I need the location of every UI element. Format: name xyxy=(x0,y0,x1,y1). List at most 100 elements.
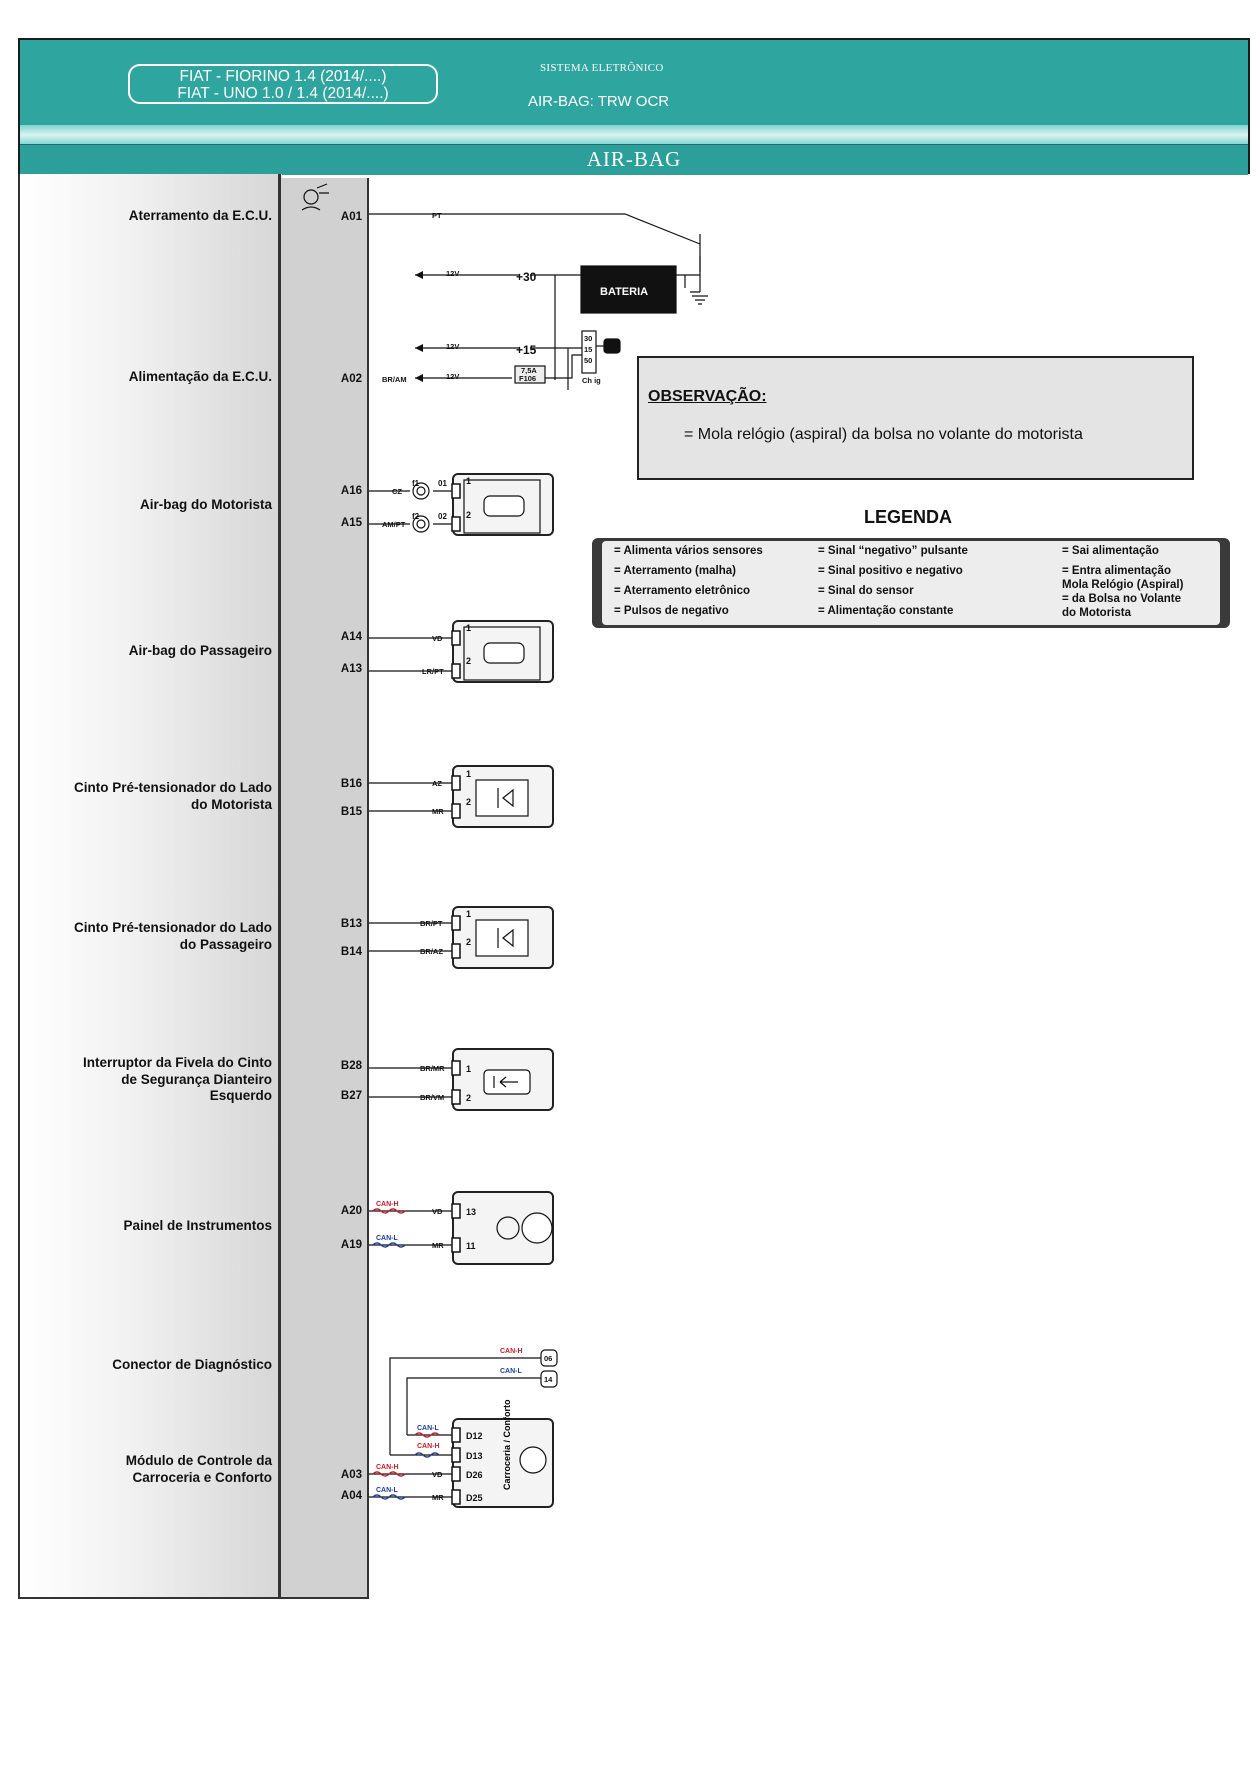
legend-inner: = Alimenta vários sensores = Aterramento… xyxy=(602,541,1220,625)
wire-color-a03: VD xyxy=(432,1470,443,1479)
legend-item-feeds-sensors: = Alimenta vários sensores xyxy=(614,545,763,557)
pin-a15: A15 xyxy=(340,517,362,529)
ignition-switch-label: Ch ig xyxy=(582,376,601,385)
label-passenger-airbag: Air-bag do Passageiro xyxy=(128,643,272,658)
wire-color-a15: AM/PT xyxy=(382,520,406,529)
passenger-pretensioner-module xyxy=(452,906,554,969)
wire-color-b27: BR/VM xyxy=(420,1093,444,1102)
title-bar xyxy=(20,144,1248,175)
bcm-name: Carroceria / Conforto xyxy=(502,1399,512,1490)
fuse-id: F106 xyxy=(519,374,536,383)
legend-item-pulsing-negative: = Sinal “negativo” pulsante xyxy=(818,545,968,557)
airbag-drv-pin1: 1 xyxy=(466,476,471,486)
ign-terminal-50: 50 xyxy=(584,356,592,365)
pret-drv-pin2: 2 xyxy=(466,797,471,807)
bcm-pin-d13: D13 xyxy=(466,1451,483,1461)
bcm-pin-d12: D12 xyxy=(466,1431,483,1441)
label-buckle-switch: Interruptor da Fivela do Cinto de Segura… xyxy=(82,1055,272,1103)
pin-a01: A01 xyxy=(340,211,362,223)
coil-02: 02 xyxy=(438,512,447,521)
can-h-label-d13: CAN-H xyxy=(417,1443,440,1450)
pin-a19: A19 xyxy=(340,1239,362,1251)
v12-label-3: 12V xyxy=(446,372,459,381)
pin-b13: B13 xyxy=(340,918,362,930)
legend-item-power-out: = Sai alimentação xyxy=(1062,545,1159,557)
wire-color-a13: LR/PT xyxy=(422,667,444,676)
pin-a14: A14 xyxy=(340,631,362,643)
pin-b14: B14 xyxy=(340,946,362,958)
wire-color-a16: CZ xyxy=(392,487,402,496)
coil-f2: f2 xyxy=(412,512,420,521)
wire-color-a02: BR/AM xyxy=(382,375,407,384)
battery-label: BATERIA xyxy=(600,286,648,298)
pin-b15: B15 xyxy=(340,806,362,818)
legend-item-electronic-ground: = Aterramento eletrônico xyxy=(614,585,751,597)
header-stripe xyxy=(20,125,1248,145)
label-ecu-supply: Alimentação da E.C.U. xyxy=(128,369,272,384)
legend-item-clock-spring-2: = da Bolsa no Volante xyxy=(1062,593,1181,605)
header-banner: FIAT - FIORINO 1.4 (2014/....) FIAT - UN… xyxy=(18,38,1250,175)
ign-terminal-15: 15 xyxy=(584,345,592,354)
can-l-label-d12: CAN-L xyxy=(417,1425,439,1432)
page-title: AIR-BAG xyxy=(586,147,682,171)
panel-pin11: 11 xyxy=(466,1241,476,1251)
airbag-pas-pin1: 1 xyxy=(466,623,471,633)
legend-box: = Alimenta vários sensores = Aterramento… xyxy=(592,538,1230,628)
v12-label-2: 12V xyxy=(446,342,459,351)
label-ecu-ground: Aterramento da E.C.U. xyxy=(128,208,272,223)
label-passenger-pretensioner: Cinto Pré-tensionador do Lado do Passage… xyxy=(74,920,272,952)
pin-b27: B27 xyxy=(340,1090,362,1102)
legend-item-negative-pulses: = Pulsos de negativo xyxy=(614,605,729,617)
legend-title: LEGENDA xyxy=(864,507,953,527)
legend-item-ground-mesh: = Aterramento (malha) xyxy=(614,565,736,577)
pret-pas-pin2: 2 xyxy=(466,937,471,947)
panel-pin13: 13 xyxy=(466,1207,476,1217)
can-l-label-a04: CAN-L xyxy=(376,1487,398,1494)
legend-item-pos-neg-signal: = Sinal positivo e negativo xyxy=(818,565,963,577)
label-diagnostic-connector: Conector de Diagnóstico xyxy=(112,1357,272,1372)
pin-a16: A16 xyxy=(340,485,362,497)
label-driver-airbag: Air-bag do Motorista xyxy=(140,497,272,512)
wire-color-b28: BR/MR xyxy=(420,1064,445,1073)
observation-title: OBSERVAÇÃO: xyxy=(648,388,767,405)
bcm-pin-d25: D25 xyxy=(466,1493,483,1503)
pin-a02: A02 xyxy=(340,373,362,385)
legend-item-constant-supply: = Alimentação constante xyxy=(818,605,954,617)
observation-text: = Mola relógio (aspiral) da bolsa no vol… xyxy=(684,426,1083,443)
legend-item-clock-spring-1: Mola Relógio (Aspiral) xyxy=(1062,579,1184,591)
airbag-drv-pin2: 2 xyxy=(466,510,471,520)
pin-a04: A04 xyxy=(340,1490,362,1502)
passenger-airbag-module xyxy=(452,620,554,683)
wire-color-a14: VD xyxy=(432,634,443,643)
vehicle-model-1: FIAT - FIORINO 1.4 (2014/....) xyxy=(179,68,387,85)
wire-color-b15: MR xyxy=(432,807,444,816)
pin-a13: A13 xyxy=(340,663,362,675)
plus15-label: +15 xyxy=(516,343,537,357)
label-instrument-panel: Painel de Instrumentos xyxy=(123,1218,272,1233)
can-l-label-a19: CAN-L xyxy=(376,1235,398,1242)
legend-item-clock-spring-3: do Motorista xyxy=(1062,607,1131,619)
coil-01: 01 xyxy=(438,479,447,488)
label-body-control-module: Módulo de Controle da Carroceria e Confo… xyxy=(125,1453,272,1485)
wire-color-a04: MR xyxy=(432,1493,444,1502)
label-column xyxy=(18,174,282,1599)
airbag-icon xyxy=(301,183,329,211)
column-divider xyxy=(278,174,281,1599)
wire-color-a20: VD xyxy=(432,1207,443,1216)
ign-terminal-30: 30 xyxy=(584,334,592,343)
pin-a03: A03 xyxy=(340,1469,362,1481)
ecu-block xyxy=(281,178,369,1599)
wire-color-b16: AZ xyxy=(432,779,442,788)
can-h-label-a20: CAN-H xyxy=(376,1201,399,1208)
wire-color-b14: BR/AZ xyxy=(420,947,443,956)
vehicle-models-box: FIAT - FIORINO 1.4 (2014/....) FIAT - UN… xyxy=(128,64,438,104)
pin-a20: A20 xyxy=(340,1205,362,1217)
buckle-pin1: 1 xyxy=(466,1064,471,1074)
label-driver-pretensioner: Cinto Pré-tensionador do Lado do Motoris… xyxy=(74,780,272,812)
fuse-rating: 7,5A xyxy=(521,366,537,375)
pin-b28: B28 xyxy=(340,1060,362,1072)
wire-color-b13: BR/PT xyxy=(420,919,443,928)
can-h-label-diag: CAN-H xyxy=(500,1348,523,1355)
diag-pin-14: 14 xyxy=(544,1375,553,1384)
